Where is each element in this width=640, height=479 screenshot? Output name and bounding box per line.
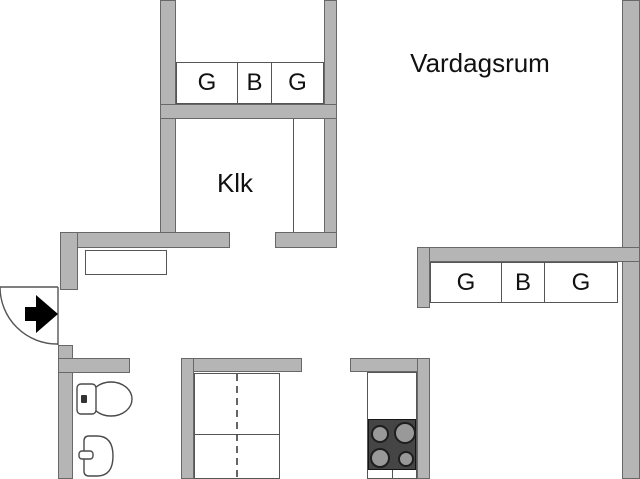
wardrobe-row-right: G B G bbox=[430, 262, 618, 303]
wall-below-top-wardrobes bbox=[160, 104, 337, 119]
wall-right-wardrobe-stub bbox=[417, 247, 430, 308]
wall-klk-bottom-right bbox=[275, 232, 337, 248]
wall-bathroom-stub bbox=[58, 358, 130, 373]
toilet-flush-icon bbox=[81, 395, 87, 403]
wardrobe-label: G bbox=[571, 268, 591, 296]
wall-entry-door-stub bbox=[60, 232, 78, 290]
closet-room-label: Klk bbox=[216, 168, 254, 198]
wardrobe-cell: G bbox=[177, 63, 237, 103]
wardrobe-cell: G bbox=[271, 63, 323, 103]
sink-tap-icon bbox=[78, 450, 94, 460]
wardrobe-cell: G bbox=[544, 263, 617, 302]
wardrobe-cell: G bbox=[431, 263, 501, 302]
hall-shelf bbox=[85, 250, 167, 275]
wardrobe-label: G bbox=[456, 268, 476, 296]
stove-burner-icon bbox=[371, 425, 389, 443]
stove-burner-icon bbox=[398, 451, 414, 467]
stove-burner-icon bbox=[394, 422, 416, 444]
stove bbox=[368, 419, 416, 470]
stove-burner-icon bbox=[370, 448, 390, 468]
living-room-label: Vardagsrum bbox=[410, 48, 550, 78]
door-swing-arc bbox=[0, 286, 59, 345]
wardrobe-row-top: G B G bbox=[176, 62, 324, 104]
wardrobe-label: B bbox=[246, 69, 263, 96]
wardrobe-label: B bbox=[514, 268, 531, 296]
wardrobe-cell: B bbox=[237, 63, 271, 103]
wardrobe-label: G bbox=[197, 69, 217, 96]
klk-partition-line bbox=[293, 119, 294, 232]
wardrobe-label: G bbox=[288, 69, 307, 96]
entrance-arrow-icon bbox=[25, 295, 58, 333]
cabinet-divider-line bbox=[392, 470, 393, 479]
wardrobe-cell: B bbox=[501, 263, 544, 302]
sink-icon bbox=[83, 435, 114, 477]
